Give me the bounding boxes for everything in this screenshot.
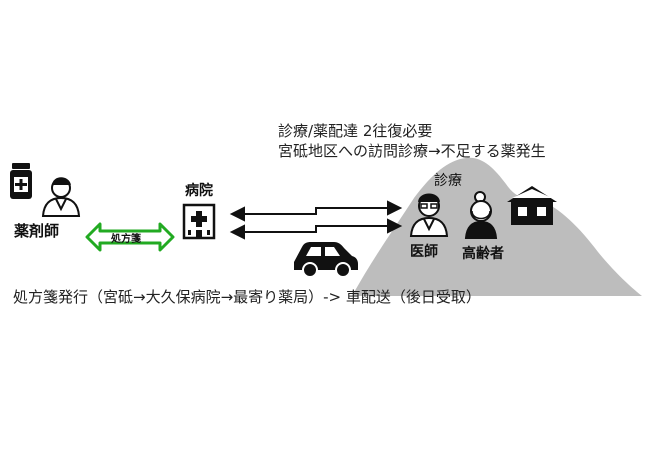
medicine-bottle-icon — [10, 163, 32, 199]
note-line-2: 宮砥地区への訪問診療→不足する薬発生 — [278, 142, 546, 160]
pharmacist-label: 薬剤師 — [14, 222, 60, 240]
doctor-person-icon — [409, 193, 449, 237]
elderly-label: 高齢者 — [462, 246, 504, 262]
elderly-person-icon — [464, 191, 498, 239]
hospital-label: 病院 — [185, 183, 213, 199]
note-line-1: 診療/薬配達 2往復必要 — [278, 122, 433, 140]
caption-text: 処方箋発行（宮砥→大久保病院→最寄り薬局）-> 車配送（後日受取） — [13, 288, 481, 306]
mountain-shape — [352, 157, 642, 296]
doctor-label: 医師 — [410, 244, 438, 260]
double-arrow-icon — [85, 222, 175, 252]
hospital-icon — [182, 203, 216, 240]
round-trip-arrows — [229, 200, 403, 240]
prescription-label: 処方箋 — [111, 234, 141, 245]
house-icon — [507, 186, 557, 225]
consultation-label: 診療 — [434, 173, 462, 189]
car-icon — [294, 242, 358, 278]
pharmacist-person-icon — [41, 177, 81, 217]
